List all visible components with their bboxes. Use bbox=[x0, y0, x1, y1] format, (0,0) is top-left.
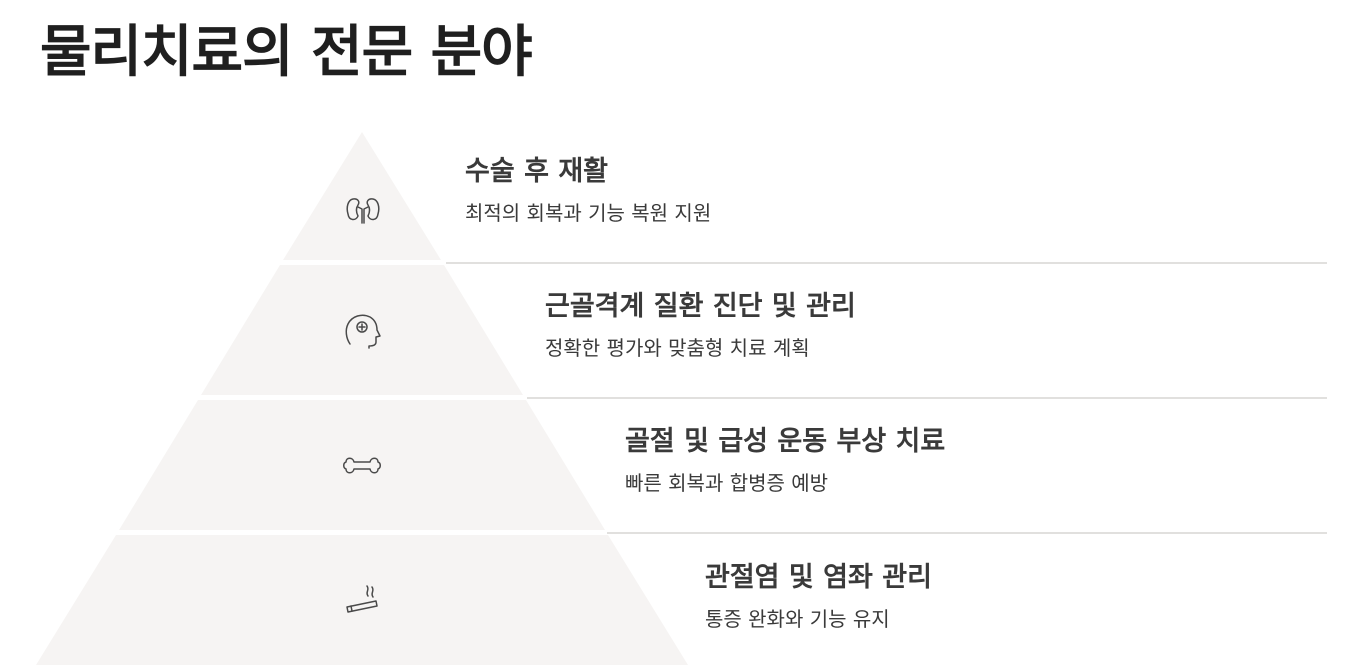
pyramid-tier-3 bbox=[119, 400, 605, 530]
joint-smoke-icon bbox=[346, 585, 378, 613]
tier-2-title: 근골격계 질환 진단 및 관리 bbox=[545, 291, 856, 322]
tier-3-text: 골절 및 급성 운동 부상 치료 빠른 회복과 합병증 예방 bbox=[625, 425, 945, 497]
kidneys-icon bbox=[346, 198, 380, 224]
tier-2-description: 정확한 평가와 맞춤형 치료 계획 bbox=[545, 336, 810, 360]
tier-1-title: 수술 후 재활 bbox=[465, 156, 608, 187]
tier-4-description: 통증 완화와 기능 유지 bbox=[705, 607, 890, 631]
tier-3-title: 골절 및 급성 운동 부상 치료 bbox=[625, 426, 946, 457]
head-medical-icon bbox=[345, 314, 381, 349]
tier-1-description: 최적의 회복과 기능 복원 지원 bbox=[465, 201, 712, 225]
page-title: 물리치료의 전문 분야 bbox=[40, 20, 533, 85]
tier-3-description: 빠른 회복과 합병증 예방 bbox=[625, 471, 829, 495]
tier-4-text: 관절염 및 염좌 관리 통증 완화와 기능 유지 bbox=[705, 561, 932, 633]
bone-icon bbox=[343, 457, 381, 474]
tier-2-text: 근골격계 질환 진단 및 관리 정확한 평가와 맞춤형 치료 계획 bbox=[545, 290, 856, 362]
tier-4-title: 관절염 및 염좌 관리 bbox=[705, 562, 932, 593]
pyramid-tier-4 bbox=[36, 535, 688, 665]
tier-1-text: 수술 후 재활 최적의 회복과 기능 복원 지원 bbox=[465, 155, 711, 227]
pyramid-tier-1 bbox=[283, 132, 441, 260]
